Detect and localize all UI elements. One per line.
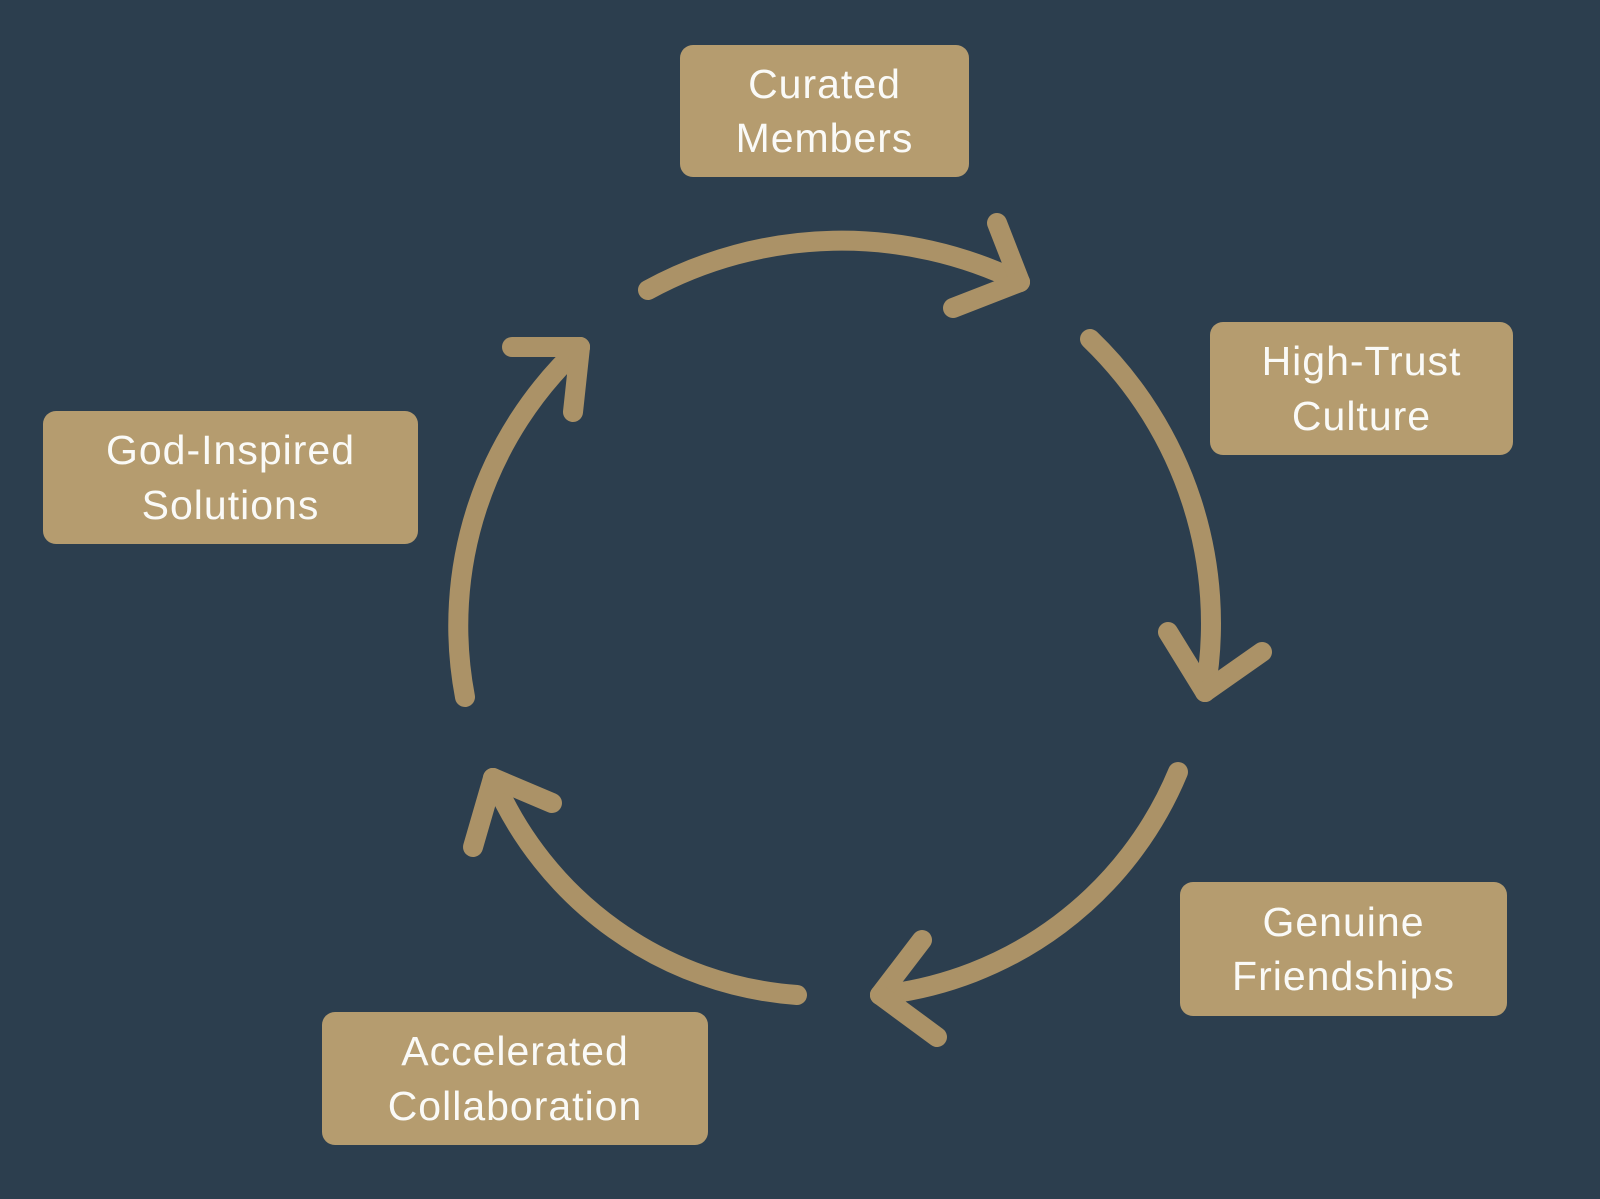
node-label-line: Curated (748, 60, 901, 107)
arrow-solutions-to-curated (448, 337, 590, 707)
node-label-line: Genuine (1262, 898, 1425, 945)
node-label-line: Accelerated (401, 1028, 629, 1075)
arrow-collaboration-to-solutions (463, 768, 807, 1005)
node-genuine-friendships: Genuine Friendships (1180, 882, 1507, 1016)
node-label-line: High-Trust (1261, 338, 1462, 385)
node-label-line: Collaboration (387, 1082, 643, 1129)
node-accelerated-collaboration: Accelerated Collaboration (322, 1012, 708, 1145)
node-label-line: Members (735, 115, 914, 161)
node-god-inspired-solutions: God-Inspired Solutions (43, 411, 418, 544)
node-label-line: Culture (1291, 392, 1432, 439)
node-label-line: Solutions (141, 481, 320, 528)
node-curated-members: Curated Members (680, 45, 969, 177)
node-label-line: God-Inspired (105, 427, 355, 474)
arrow-hightrust-to-friendships (1080, 329, 1272, 702)
node-label-line: Friendships (1232, 953, 1455, 999)
arrow-curated-to-hightrust (638, 213, 1030, 318)
node-high-trust-culture: High-Trust Culture (1210, 322, 1513, 455)
arrow-friendships-to-collaboration (870, 762, 1188, 1047)
